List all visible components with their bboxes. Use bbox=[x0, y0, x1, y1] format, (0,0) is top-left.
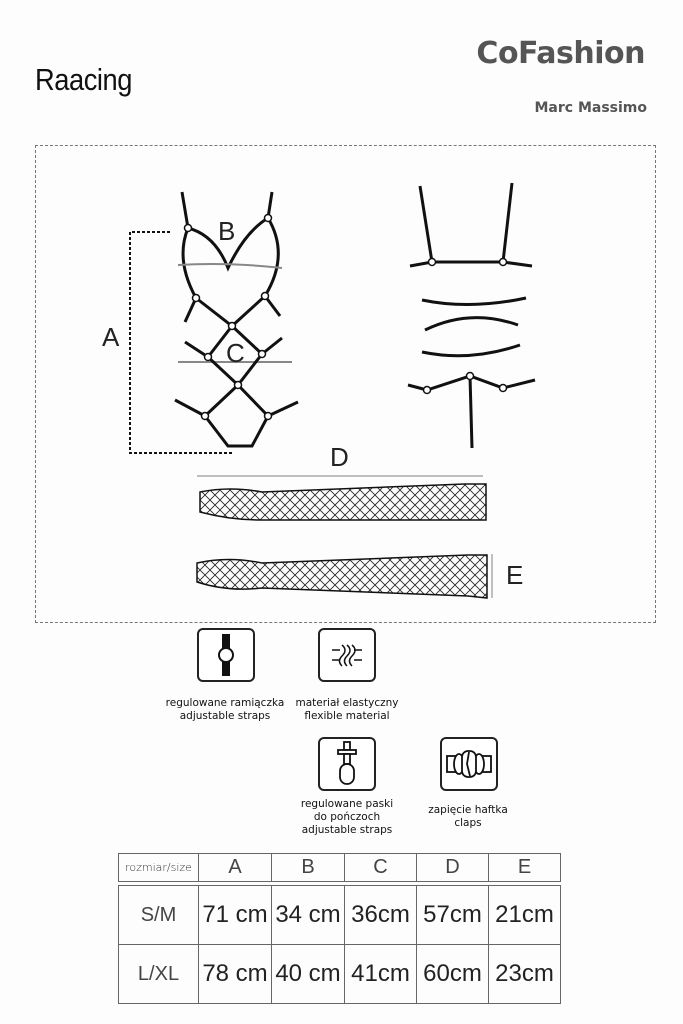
measure-label-e: E bbox=[506, 560, 524, 590]
size-table: S/M 71 cm 34 cm 36cm 57cm 21cm L/XL 78 c… bbox=[118, 885, 561, 1004]
header-cell: D bbox=[416, 853, 489, 882]
table-cell: 71 cm bbox=[198, 885, 272, 945]
measure-label-d: D bbox=[330, 442, 349, 472]
size-table-header: rozmiar/size A B C D E bbox=[118, 853, 561, 882]
table-header-row: rozmiar/size A B C D E bbox=[118, 853, 561, 882]
bodysuit-back-drawing bbox=[407, 182, 536, 449]
measure-label-a: A bbox=[102, 322, 120, 352]
header-cell: E bbox=[488, 853, 561, 882]
table-cell: 78 cm bbox=[198, 944, 272, 1004]
diagram-frame bbox=[35, 145, 656, 623]
header-cell: B bbox=[271, 853, 345, 882]
table-row: S/M 71 cm 34 cm 36cm 57cm 21cm bbox=[118, 885, 561, 945]
table-cell: 60cm bbox=[416, 944, 489, 1004]
clasp-icon bbox=[440, 737, 498, 791]
table-row: L/XL 78 cm 40 cm 41cm 60cm 23cm bbox=[118, 944, 561, 1004]
product-name: Raacing bbox=[35, 62, 133, 97]
table-cell: 21cm bbox=[488, 885, 561, 945]
table-cell: 36cm bbox=[344, 885, 417, 945]
bodysuit-front-drawing bbox=[174, 191, 299, 448]
table-cell: 23cm bbox=[488, 944, 561, 1004]
adjustable-strap-icon bbox=[197, 628, 255, 682]
measure-label-c: C bbox=[226, 338, 245, 368]
product-diagram bbox=[129, 182, 536, 599]
size-cell: L/XL bbox=[118, 944, 199, 1004]
stocking-d-drawing bbox=[197, 475, 487, 521]
table-cell: 41cm bbox=[344, 944, 417, 1004]
table-cell: 57cm bbox=[416, 885, 489, 945]
garter-strap-icon bbox=[318, 737, 376, 791]
flexible-material-icon bbox=[318, 628, 376, 682]
size-cell: S/M bbox=[118, 885, 199, 945]
measure-label-b: B bbox=[218, 216, 236, 246]
header-cell: A bbox=[198, 853, 272, 882]
stocking-e-drawing bbox=[196, 554, 493, 599]
header-cell: C bbox=[344, 853, 417, 882]
table-cell: 40 cm bbox=[271, 944, 345, 1004]
measure-a-line bbox=[129, 231, 232, 454]
brand-logo: CoFashion bbox=[476, 36, 645, 71]
header-cell: rozmiar/size bbox=[118, 853, 199, 882]
collection-name: Marc Massimo bbox=[534, 100, 647, 116]
table-cell: 34 cm bbox=[271, 885, 345, 945]
